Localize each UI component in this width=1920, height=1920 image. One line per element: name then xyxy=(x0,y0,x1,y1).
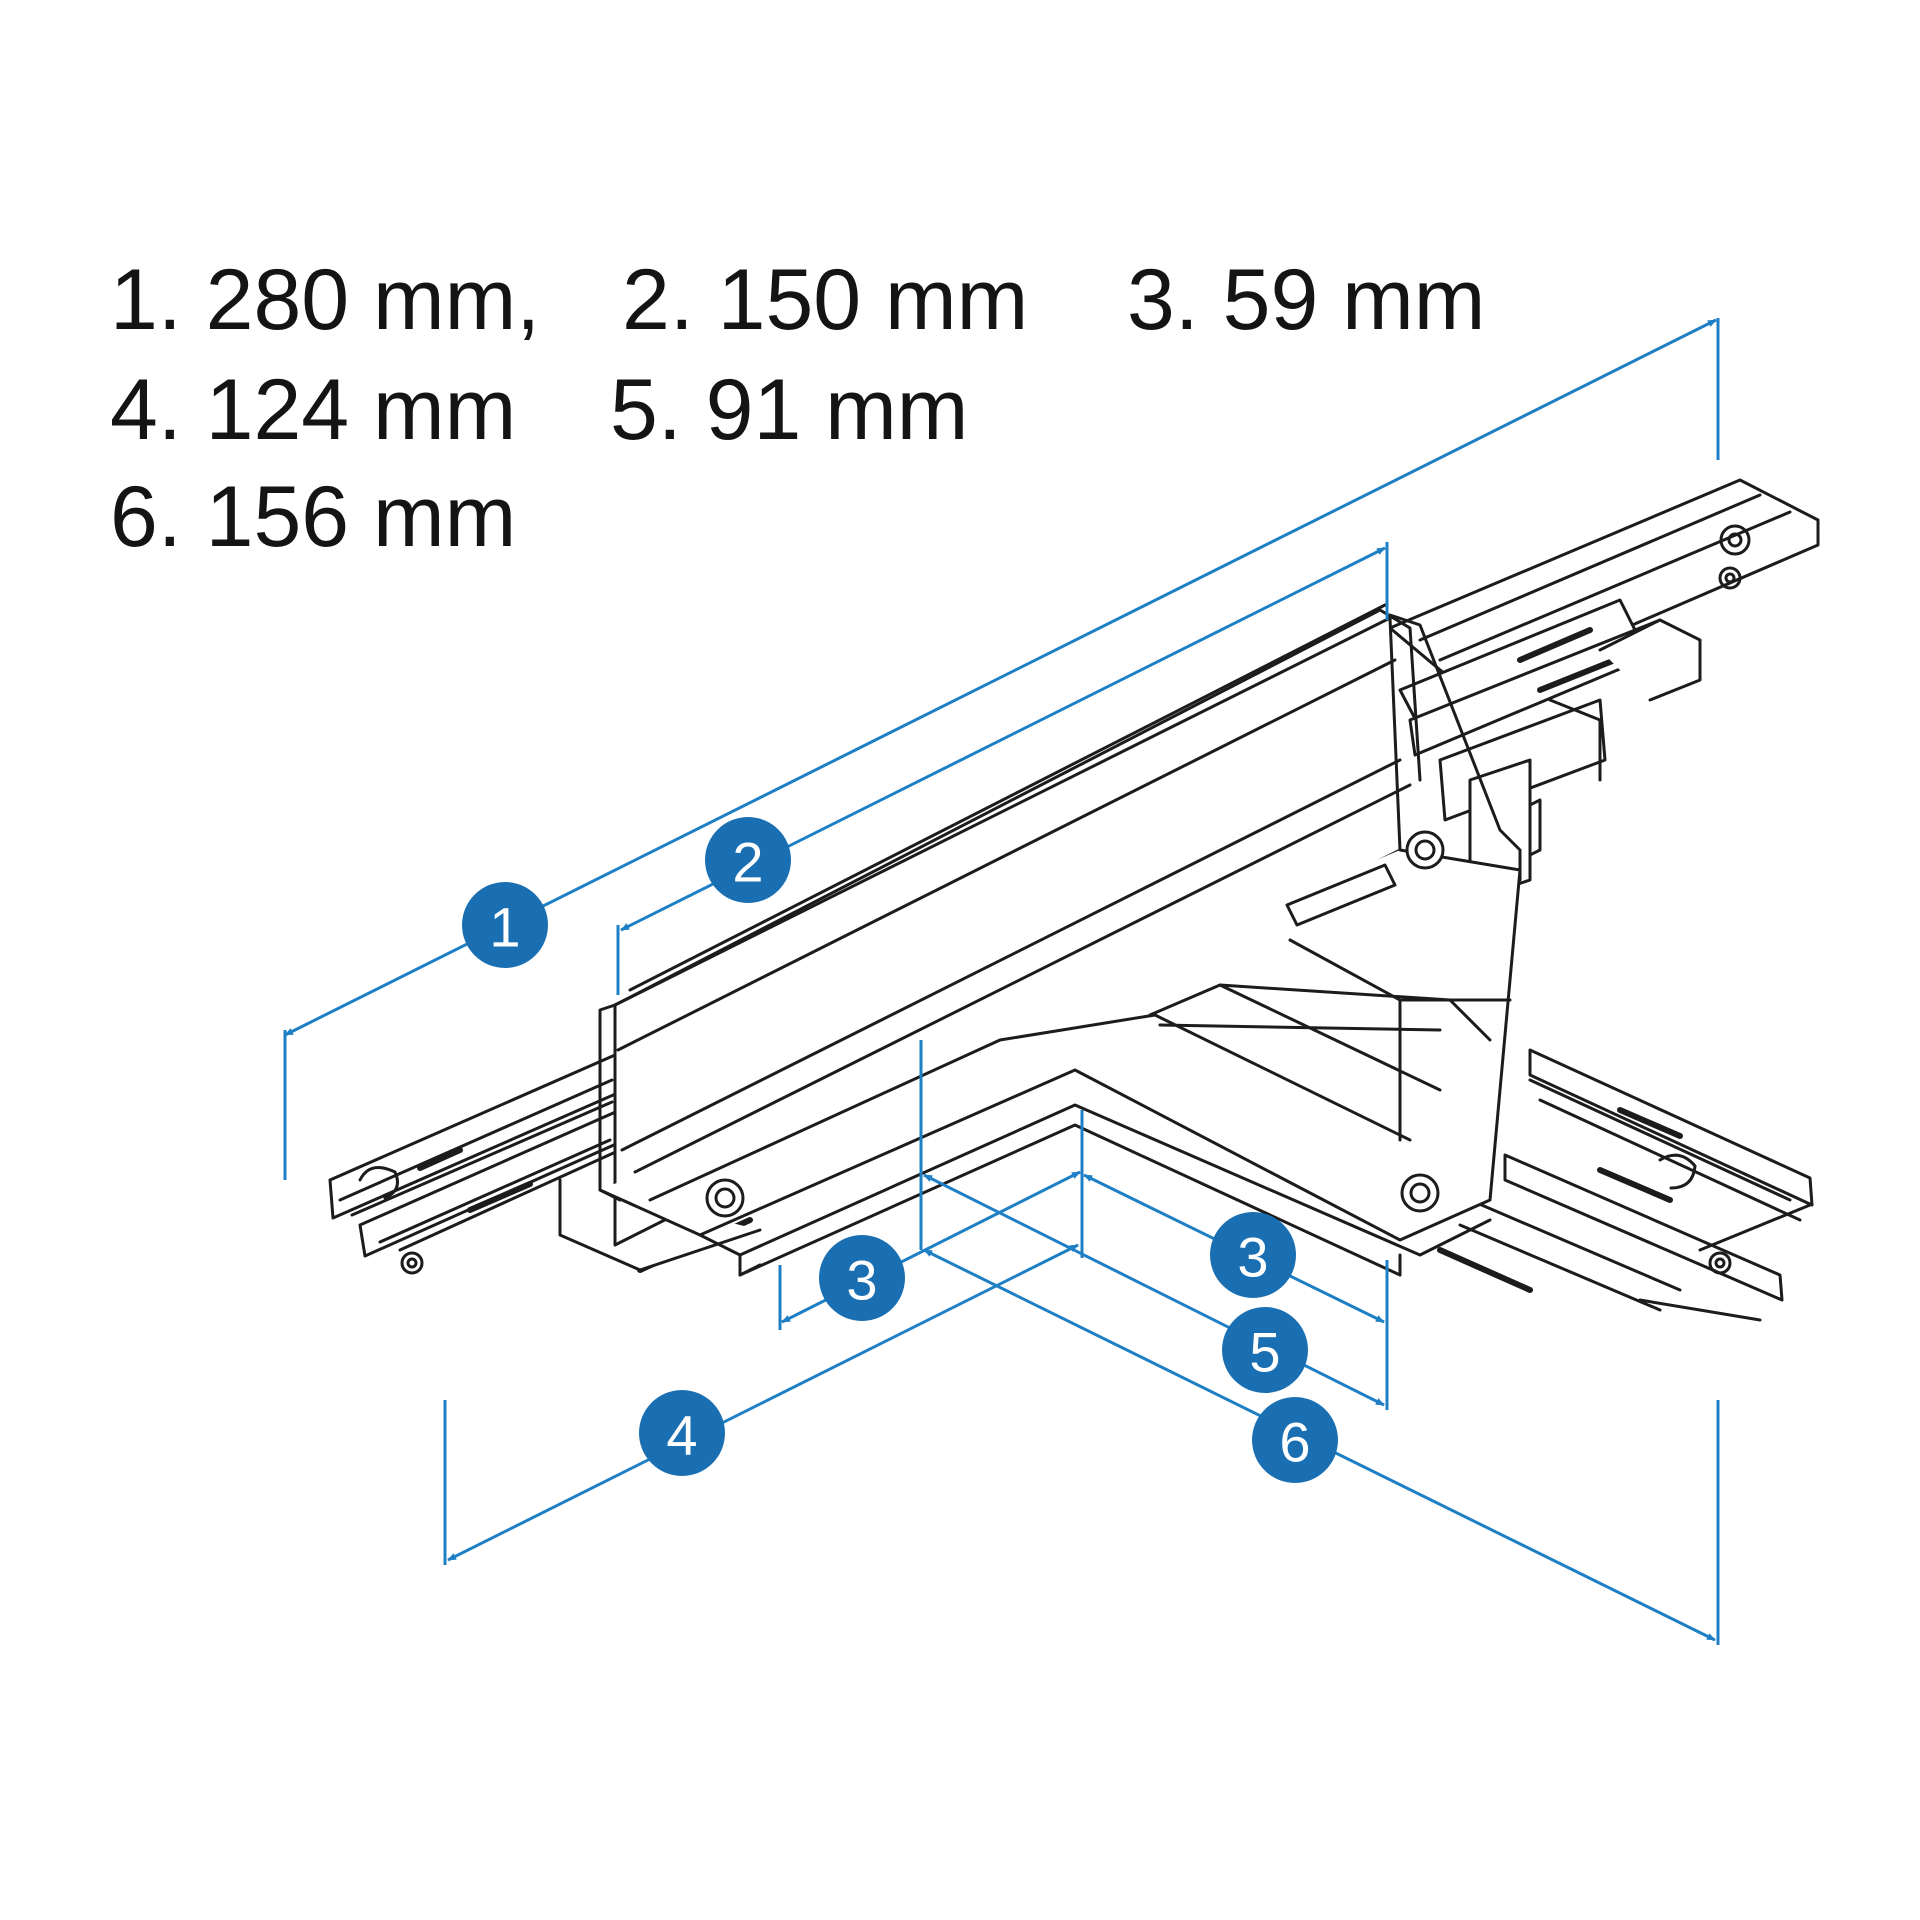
callout-6: 6 xyxy=(1252,1397,1338,1483)
callout-3b-label: 3 xyxy=(1237,1226,1268,1289)
callout-1: 1 xyxy=(462,882,548,968)
callout-badges: 1 2 3 3 4 5 6 xyxy=(462,817,1338,1483)
callout-3a-label: 3 xyxy=(846,1249,877,1312)
callout-2: 2 xyxy=(705,817,791,903)
back-rail-arm xyxy=(1388,478,1820,902)
callout-2-label: 2 xyxy=(732,831,763,894)
callout-1-label: 1 xyxy=(489,896,520,959)
callout-5-label: 5 xyxy=(1249,1321,1280,1384)
callout-4-label: 4 xyxy=(666,1404,697,1467)
callout-3a: 3 xyxy=(819,1235,905,1321)
callout-5: 5 xyxy=(1222,1307,1308,1393)
dimension-lines xyxy=(283,318,1720,1645)
callout-4: 4 xyxy=(639,1390,725,1476)
callout-3b: 3 xyxy=(1210,1212,1296,1298)
dimension-line-4 xyxy=(447,1243,1079,1562)
callout-6-label: 6 xyxy=(1279,1411,1310,1474)
